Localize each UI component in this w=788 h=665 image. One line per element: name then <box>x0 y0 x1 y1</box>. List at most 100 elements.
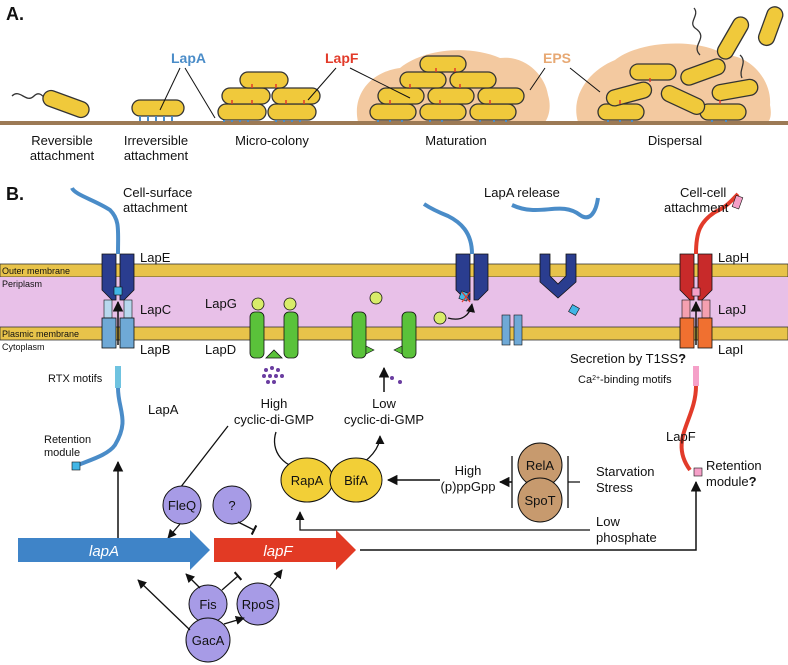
ca-binding-label: Ca2+-binding motifs <box>578 374 672 386</box>
stage-label-2: attachment <box>30 148 95 163</box>
lapC-label: LapC <box>140 302 171 317</box>
stage-irreversible <box>131 99 185 121</box>
lapH-label: LapH <box>718 250 749 265</box>
rtx-segment <box>115 366 121 388</box>
high-ppgpp-2: (p)ppGpp <box>441 479 496 494</box>
rpoS-protein <box>236 582 280 626</box>
callout-lapA-line <box>159 67 181 111</box>
stage-label: Irreversible <box>124 133 188 148</box>
outer-membrane <box>0 263 788 278</box>
bifA-label: BifA <box>344 473 368 488</box>
spoT-label: SpoT <box>524 493 555 508</box>
plasmic-membrane <box>0 326 788 341</box>
gacA-label: GacA <box>192 633 225 648</box>
callout-eps: EPS <box>543 50 571 66</box>
retention-left-2: module <box>44 447 80 459</box>
lapA-release-complex <box>433 253 580 346</box>
stage-dispersal <box>597 6 784 122</box>
lapA-protein-label: LapA <box>148 402 179 417</box>
stage-label: Reversible <box>31 133 92 148</box>
callout-eps-line <box>529 67 546 91</box>
layer-outer-label: Outer membrane <box>2 266 70 276</box>
retention-right-1: Retention <box>706 458 762 473</box>
lapF-protein-label: LapF <box>666 429 696 444</box>
lapI-label: LapI <box>718 342 743 357</box>
retention-right-2: module? <box>706 474 757 489</box>
stage-label-2: attachment <box>124 148 189 163</box>
lapA-free-strand <box>511 197 600 220</box>
panel-b-label: B. <box>6 184 24 204</box>
surface-line <box>0 121 788 125</box>
low-phosphate-2: phosphate <box>596 530 657 545</box>
gene-lapF-arrow <box>214 530 356 570</box>
rapA-label: RapA <box>291 473 324 488</box>
gene-lapF-label: lapF <box>263 543 293 560</box>
lapA-surface <box>70 186 121 255</box>
lapE-label: LapE <box>140 250 171 265</box>
stage-label: Maturation <box>425 133 486 148</box>
unknown-label: ? <box>228 498 235 513</box>
spoT-protein <box>517 477 563 523</box>
lapG-label: LapG <box>205 296 237 311</box>
stage-reversible <box>11 89 90 119</box>
fleQ-label: FleQ <box>168 498 196 513</box>
rtx-label: RTX motifs <box>48 373 103 385</box>
panel-a: A. <box>0 4 788 163</box>
layer-cyto-label: Cytoplasm <box>2 342 45 352</box>
stage-labels: Reversible attachment Irreversible attac… <box>30 133 702 163</box>
gene-lapA-label: lapA <box>89 543 119 560</box>
low-cdg-2: cyclic-di-GMP <box>344 412 424 427</box>
lapD-low <box>351 291 417 384</box>
cell-surface-label-1: Cell-surface <box>123 185 192 200</box>
retention-left-1: Retention <box>44 434 91 446</box>
lapJ-label: LapJ <box>718 302 746 317</box>
lapD-label: LapD <box>205 342 236 357</box>
low-phosphate-1: Low <box>596 514 620 529</box>
cell-surface-label-2: attachment <box>123 200 188 215</box>
stage-label: Dispersal <box>648 133 702 148</box>
gene-lapA-arrow <box>18 530 210 570</box>
unknown-regulator <box>212 485 252 525</box>
bacterium <box>131 99 185 117</box>
lapA-release-label: LapA release <box>484 185 560 200</box>
high-ppgpp-1: High <box>455 463 482 478</box>
cell-cell-label-1: Cell-cell <box>680 185 726 200</box>
cell-cell-label-2: attachment <box>664 200 729 215</box>
bifA-protein <box>329 457 383 503</box>
bacterium <box>42 89 90 119</box>
flagellum <box>692 7 702 56</box>
lapG-protein <box>251 297 265 311</box>
lapA-cytoplasmic <box>77 387 125 467</box>
retention-module-right-square <box>693 467 703 477</box>
retention-module-square <box>71 461 81 471</box>
stress-label: Stress <box>596 480 633 495</box>
relA-label: RelA <box>526 458 555 473</box>
callout-lapF-line <box>307 67 337 101</box>
fis-label: Fis <box>199 597 217 612</box>
ca-binding-segment <box>693 366 699 386</box>
panel-b: B. Outer membrane Periplasm Plasmic memb… <box>0 184 788 663</box>
lapF-surface <box>694 192 740 255</box>
lapA-adhesins <box>139 116 173 121</box>
lapG-free <box>369 291 383 305</box>
callout-lapF: LapF <box>325 50 359 66</box>
lapEBC-complex <box>101 253 135 349</box>
low-cdg-1: Low <box>372 396 396 411</box>
gacA-protein <box>185 617 231 663</box>
lapB-label: LapB <box>140 342 170 357</box>
stage-micro-colony <box>217 71 321 122</box>
fleQ-protein <box>162 485 202 525</box>
callout-lapA: LapA <box>171 50 206 66</box>
panel-a-label: A. <box>6 4 24 24</box>
lapD-high <box>249 297 299 384</box>
high-cdg-1: High <box>261 396 288 411</box>
lapF-expression-arrow <box>360 480 702 551</box>
layer-plasmic-label: Plasmic membrane <box>2 329 79 339</box>
lapA-released-strand <box>422 202 474 255</box>
lapF-cytoplasmic <box>679 385 698 472</box>
lapHJI-complex <box>679 253 713 349</box>
phosphate-arrow <box>295 511 590 531</box>
starvation-label: Starvation <box>596 464 655 479</box>
high-cdg-2: cyclic-di-GMP <box>234 412 314 427</box>
